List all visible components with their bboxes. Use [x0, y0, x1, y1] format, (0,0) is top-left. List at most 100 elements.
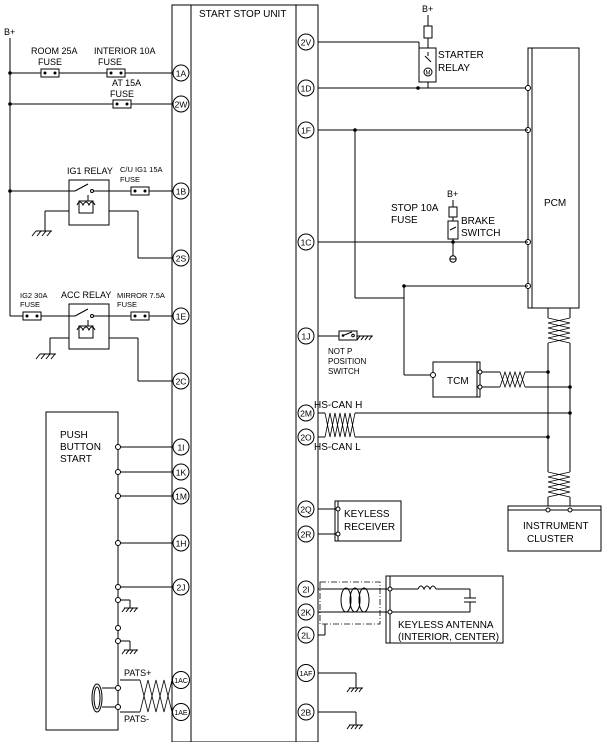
pcm-label: PCM — [544, 198, 566, 209]
pin-2L: 2L — [297, 626, 315, 644]
svg-text:2B: 2B — [301, 708, 312, 718]
pin-1AC: 1AC — [172, 671, 190, 689]
pin-2W: 2W — [172, 95, 190, 113]
ig2-fuse-symbol — [22, 311, 42, 321]
at-fuse-label: AT 15A — [112, 78, 141, 88]
pin-2B: 2B — [297, 703, 315, 721]
keyless-receiver-label-2: RECEIVER — [344, 522, 395, 533]
svg-text:1AE: 1AE — [174, 710, 188, 717]
right-pins: 2V 1D 1F 1C 1J 2M 2O 2Q 2R 2I 2K 2L 1AF … — [297, 33, 315, 721]
acc-relay-label: ACC RELAY — [61, 290, 111, 300]
keyless-antenna-label-1: KEYLESS ANTENNA — [398, 620, 494, 631]
svg-text:1E: 1E — [176, 312, 187, 322]
svg-text:1H: 1H — [176, 539, 187, 549]
svg-text:2V: 2V — [301, 38, 312, 48]
svg-text:2W: 2W — [175, 100, 188, 110]
pin-1C: 1C — [297, 233, 315, 251]
tcm: TCM — [430, 361, 483, 398]
keyless-receiver: KEYLESS RECEIVER — [318, 500, 402, 542]
svg-text:1J: 1J — [302, 332, 311, 342]
pats-plus-label: PATS+ — [124, 668, 151, 678]
svg-text:2L: 2L — [301, 631, 311, 641]
pin-1K: 1K — [172, 463, 190, 481]
hs-can-h-label: HS-CAN H — [314, 400, 362, 411]
svg-text:2C: 2C — [176, 377, 187, 387]
ig1-relay-label: IG1 RELAY — [67, 166, 113, 176]
pin-2J: 2J — [172, 578, 190, 596]
stop-fuse-label-2: FUSE — [391, 215, 418, 226]
b-plus-left-label: B+ — [4, 27, 15, 37]
pin-2S: 2S — [172, 249, 190, 267]
push-button-start: PUSH BUTTON START PATS+ PATS- — [45, 411, 173, 731]
at-fuse-symbol — [112, 99, 132, 109]
svg-text:M: M — [426, 71, 431, 77]
pin-2R: 2R — [297, 525, 315, 543]
brake-switch-label-1: BRAKE — [461, 216, 495, 227]
interior-fuse-symbol — [106, 68, 126, 78]
room-fuse-label-2: FUSE — [38, 57, 62, 67]
ground-1af — [318, 672, 363, 693]
pin-2Q: 2Q — [297, 500, 315, 518]
ig1-relay: IG1 RELAY — [10, 166, 172, 259]
svg-text:1M: 1M — [175, 492, 187, 502]
svg-text:1B: 1B — [176, 187, 187, 197]
start-stop-unit: START STOP UNIT — [171, 4, 319, 742]
ig2-fuse-label: IG2 30A — [20, 291, 48, 300]
interior-fuse-label-2: FUSE — [98, 57, 122, 67]
svg-text:2R: 2R — [301, 530, 312, 540]
hs-can-l-label: HS-CAN L — [314, 442, 361, 453]
pin-1A: 1A — [172, 64, 190, 82]
can-bus: HS-CAN H HS-CAN L — [314, 308, 572, 506]
pin-1I: 1I — [172, 438, 190, 456]
pin-2I: 2I — [297, 580, 315, 598]
room-fuse-label: ROOM 25A — [31, 46, 78, 56]
cu-ig1-fuse-label-2: FUSE — [120, 175, 140, 184]
mirror-fuse-symbol — [130, 311, 150, 321]
not-p-label-3: SWITCH — [328, 367, 360, 376]
pin-1AE: 1AE — [172, 703, 190, 721]
svg-text:1F: 1F — [301, 126, 311, 136]
mirror-fuse-label: MIRROR 7.5A — [117, 291, 165, 300]
ground-2b — [318, 711, 363, 730]
starter-relay-label-2: RELAY — [438, 63, 470, 74]
pin-2M: 2M — [297, 404, 315, 422]
pin-1J: 1J — [297, 327, 315, 345]
push-button-label-2: BUTTON — [60, 442, 101, 453]
instrument-label-1: INSTRUMENT — [523, 521, 589, 532]
ig2-fuse-label-2: FUSE — [20, 300, 40, 309]
pin-2C: 2C — [172, 372, 190, 390]
pin-2O: 2O — [297, 428, 315, 446]
left-power-wiring: B+ ROOM 25A FUSE INTERIOR 10A FUSE AT 15… — [4, 27, 172, 316]
not-p-label-2: POSITION — [328, 357, 366, 366]
svg-text:2S: 2S — [176, 254, 187, 264]
starter-relay: B+ M STARTER RELAY — [318, 4, 484, 88]
acc-relay: ACC RELAY — [10, 290, 172, 382]
svg-text:2O: 2O — [300, 433, 312, 443]
pcm: PCM — [525, 47, 580, 309]
instrument-label-2: CLUSTER — [527, 534, 574, 545]
instrument-cluster: INSTRUMENT CLUSTER — [507, 505, 602, 552]
starter-relay-label-1: STARTER — [438, 50, 484, 61]
svg-text:1D: 1D — [301, 84, 312, 94]
at-fuse-label-2: FUSE — [110, 89, 134, 99]
push-button-label-3: START — [60, 454, 92, 465]
pin-1E: 1E — [172, 307, 190, 325]
not-p-position-switch: NOT P POSITION SWITCH — [318, 330, 373, 376]
pats-minus-label: PATS- — [124, 714, 149, 724]
svg-text:2K: 2K — [301, 608, 312, 618]
pin-2V: 2V — [297, 33, 315, 51]
b-plus-brake-label: B+ — [447, 189, 458, 199]
svg-text:1AC: 1AC — [174, 678, 188, 685]
svg-text:1K: 1K — [176, 468, 187, 478]
pin-1AF: 1AF — [297, 664, 315, 682]
svg-text:2J: 2J — [177, 583, 186, 593]
pin-1F: 1F — [297, 121, 315, 139]
svg-text:2Q: 2Q — [300, 505, 312, 515]
svg-text:2I: 2I — [302, 585, 309, 595]
room-fuse-symbol — [40, 68, 60, 78]
keyless-antenna: KEYLESS ANTENNA (INTERIOR, CENTER) — [318, 575, 504, 644]
svg-text:2M: 2M — [300, 409, 312, 419]
keyless-antenna-label-2: (INTERIOR, CENTER) — [398, 632, 499, 643]
not-p-label-1: NOT P — [328, 347, 352, 356]
